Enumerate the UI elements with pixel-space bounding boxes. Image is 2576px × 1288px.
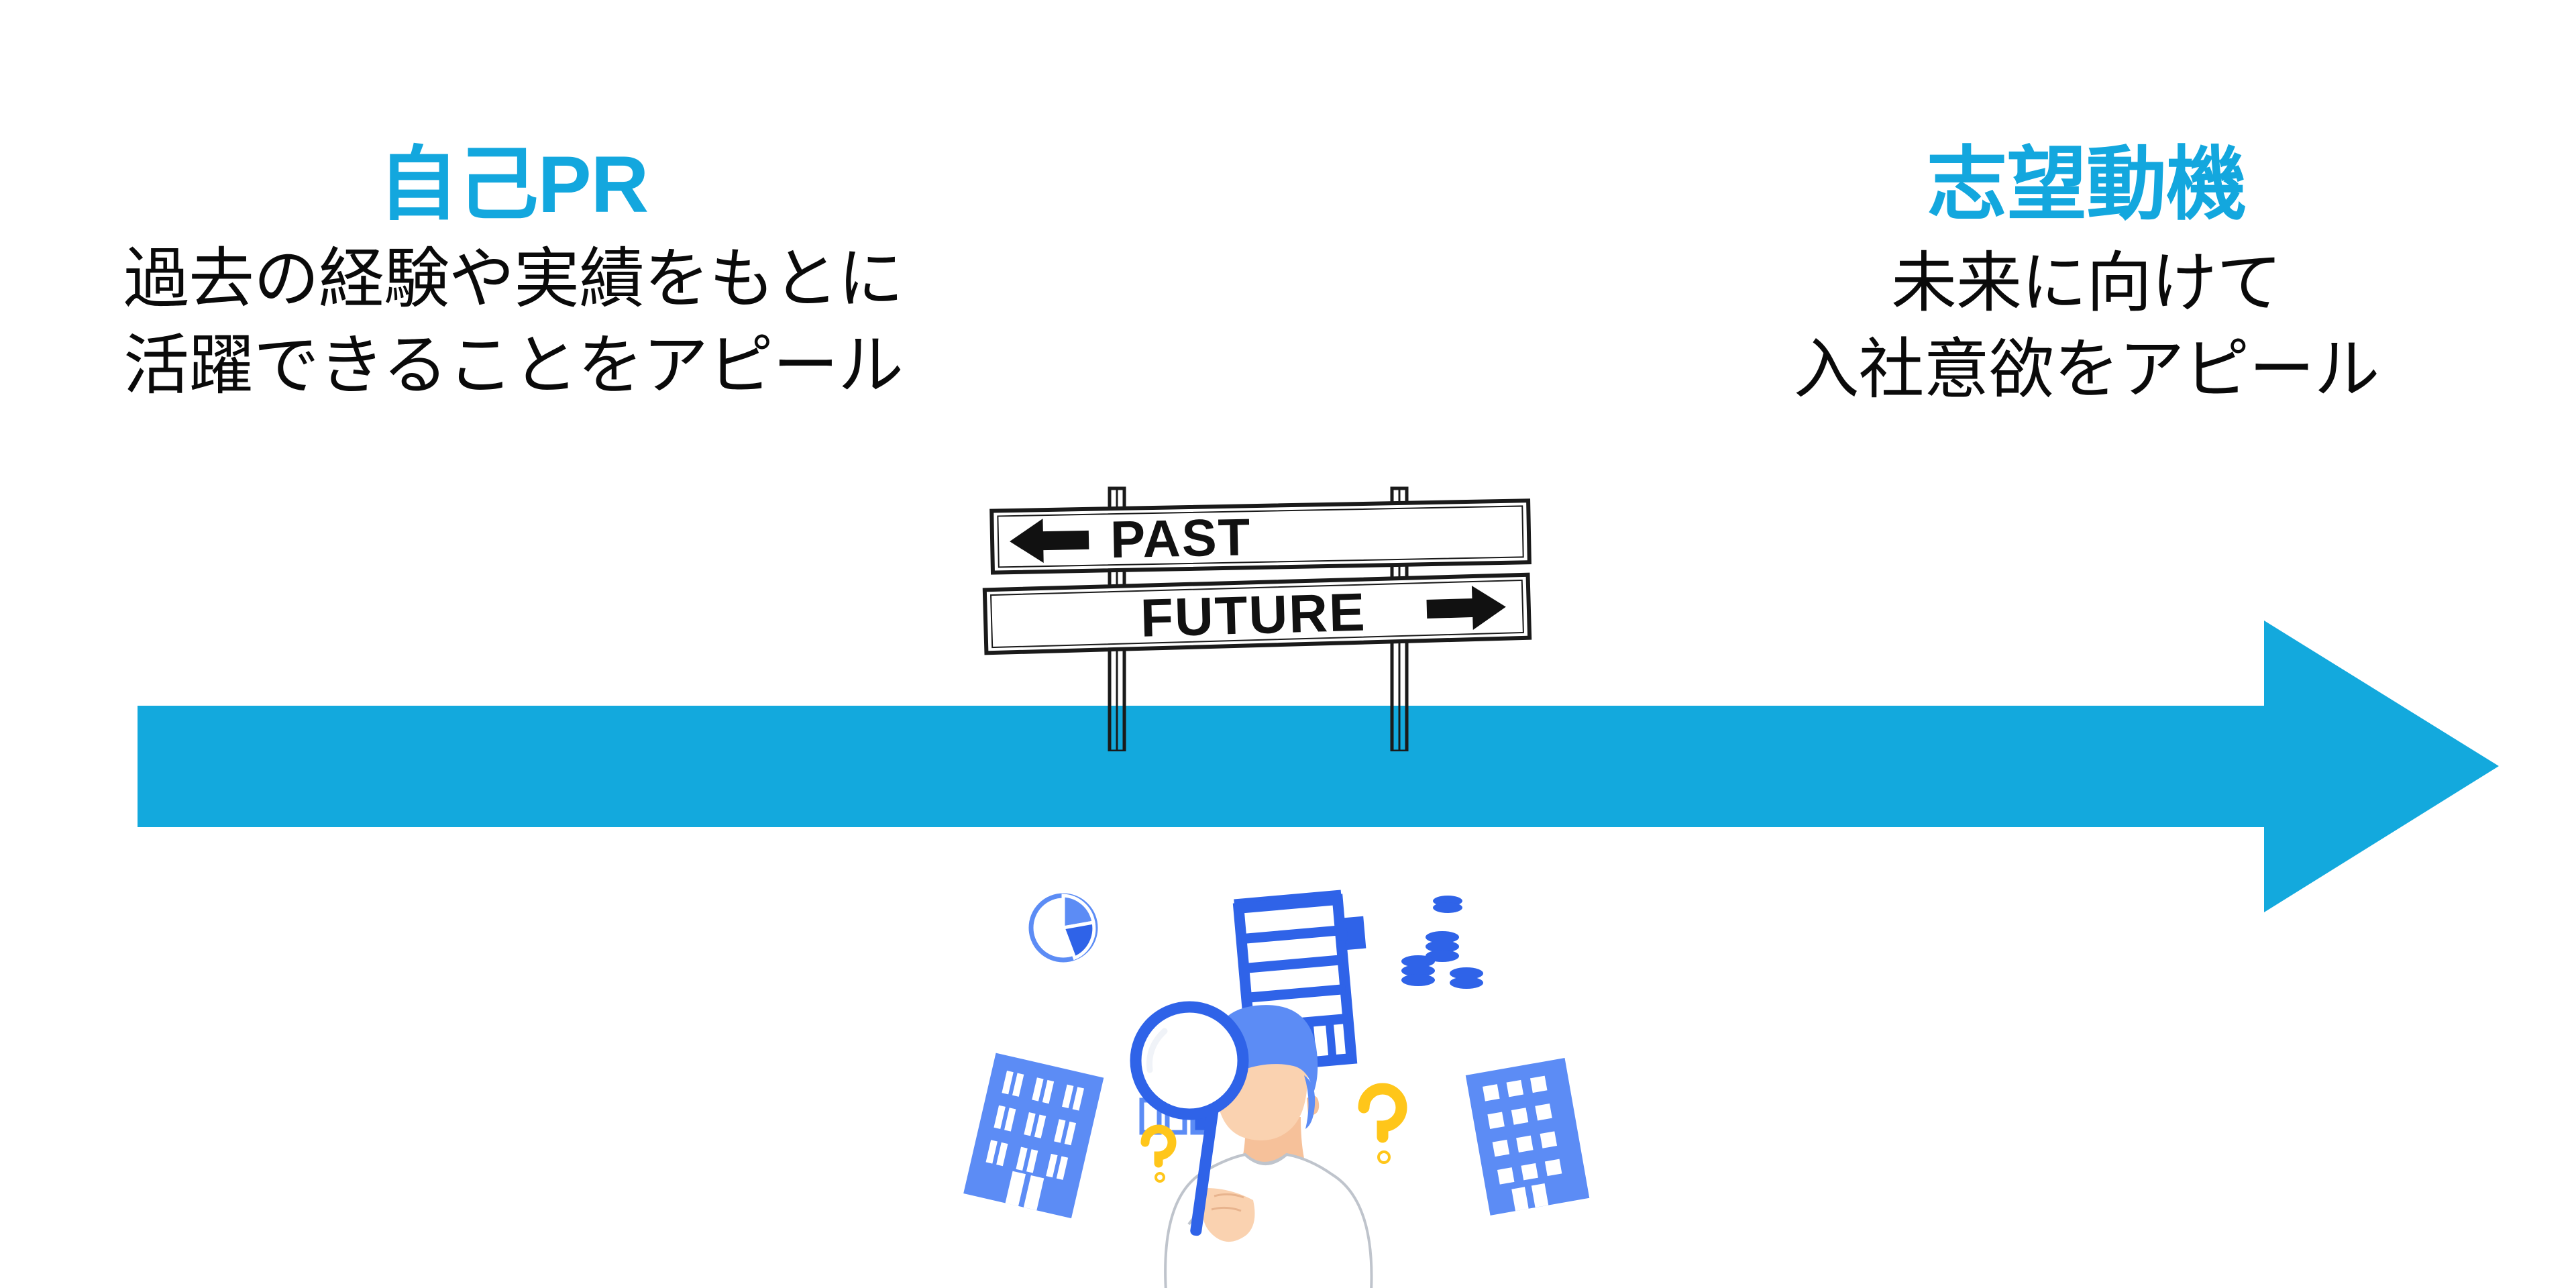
research-illustration <box>963 890 1590 1288</box>
illustration-caption: person-with-magnifying-glass-researching… <box>0 0 1 1</box>
right-column-body-line1: 未来に向けて <box>1890 246 2282 319</box>
pie-chart-icon <box>1028 893 1098 963</box>
person-with-magnifier-icon <box>1130 1001 1373 1288</box>
left-column: 自己PR 過去の経験や実績をもとに 活躍できることをアピール <box>0 144 1026 408</box>
signpost-future-plank: FUTURE <box>982 572 1532 655</box>
right-column-body-line2: 入社意欲をアピール <box>1793 332 2379 407</box>
timeline-arrow-icon <box>138 621 2499 912</box>
future-right-arrow-icon <box>1426 586 1506 631</box>
question-mark-large-icon <box>1358 1083 1407 1164</box>
timeline-arrow-meaning: past-to-future <box>0 0 1 1</box>
future-label: FUTURE <box>1140 582 1367 648</box>
signpost-past-plank: PAST <box>989 498 1532 575</box>
right-column-title: 志望動機 <box>1927 140 2247 229</box>
right-column: 志望動機 未来に向けて 入社意欲をアピール <box>1603 144 2569 412</box>
tilted-building-left-icon <box>963 1053 1104 1219</box>
left-column-body-line1: 過去の経験や実績をもとに <box>123 241 904 315</box>
left-column-body-line2: 活躍できることをアピール <box>123 328 904 402</box>
past-left-arrow-icon <box>1010 519 1089 564</box>
signpost-graphic: PAST FUTURE <box>982 486 1532 751</box>
tilted-building-right-icon <box>1465 1058 1590 1216</box>
coin-stack-icon <box>1401 896 1483 989</box>
past-label: PAST <box>1110 507 1252 569</box>
question-mark-small-icon <box>1140 1124 1177 1183</box>
left-column-title: 自己PR <box>378 140 649 229</box>
